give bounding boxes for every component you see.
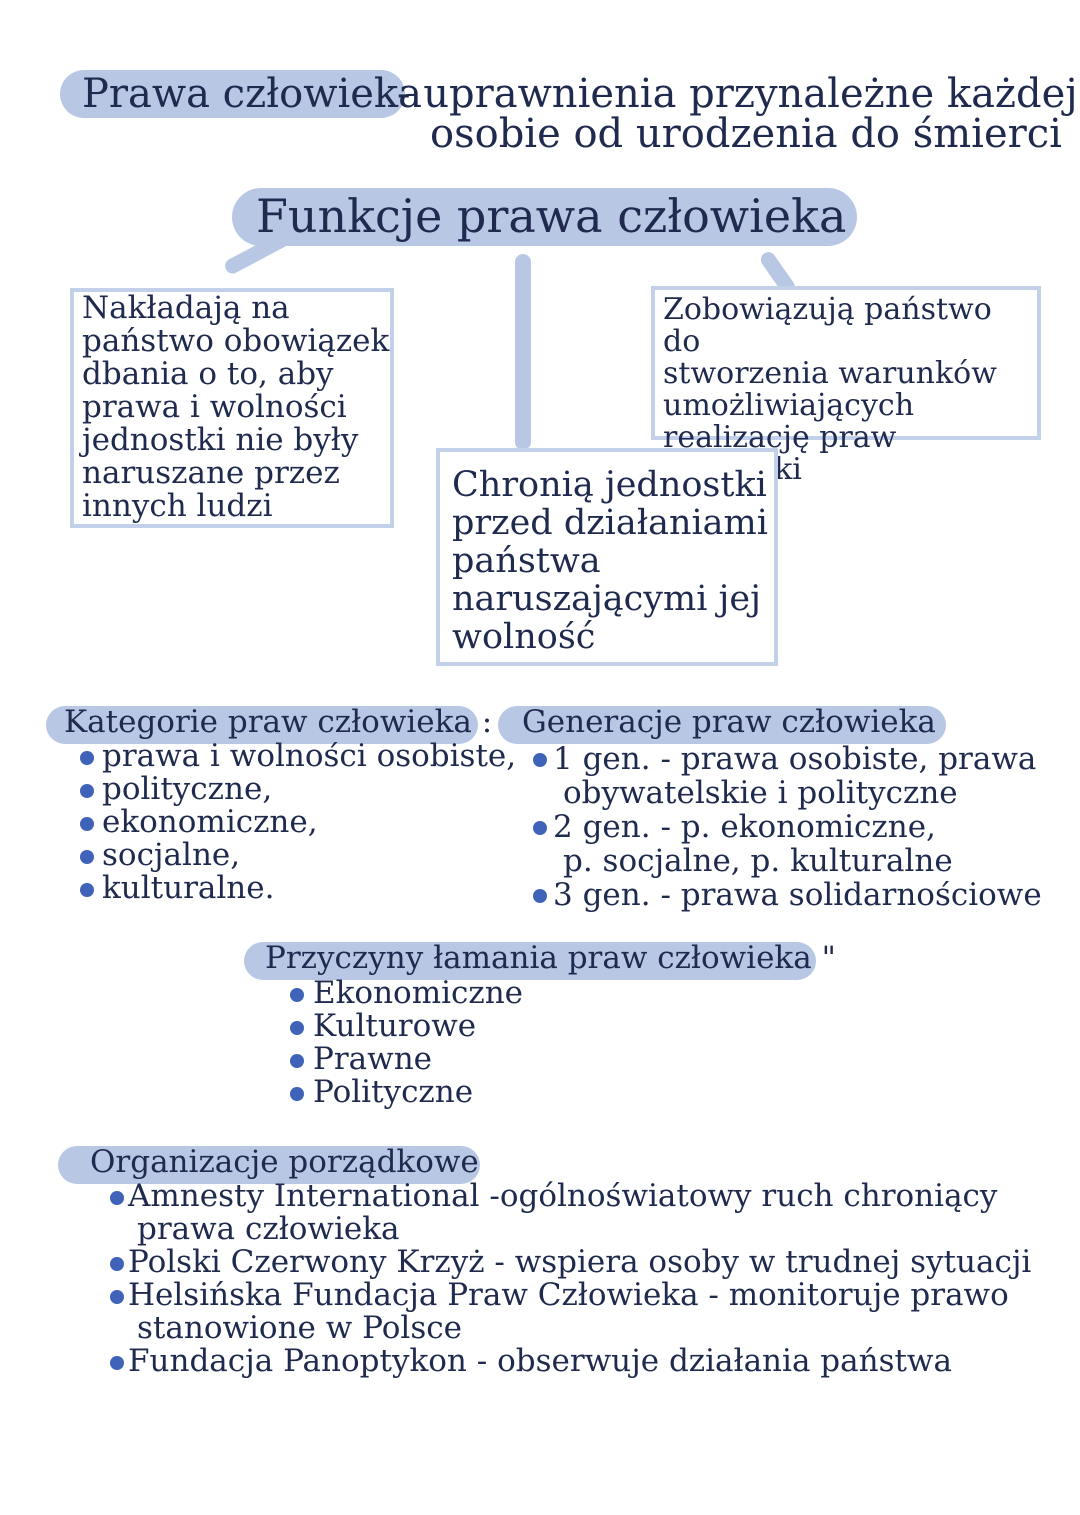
- functions-title-highlight: [232, 188, 857, 246]
- causes-title: Przyczyny łamania praw człowieka ": [265, 940, 836, 976]
- list-item: Polityczne: [290, 1076, 523, 1109]
- bullet-icon: [290, 1054, 304, 1068]
- function-box-middle: Chronią jednostki przed działaniami pańs…: [436, 448, 778, 666]
- bullet-icon: [110, 1191, 124, 1205]
- causes-title-quote: ": [821, 940, 836, 976]
- list-item: 1 gen. - prawa osobiste, prawa: [533, 742, 1042, 776]
- bullet-icon: [533, 821, 547, 835]
- function-middle-text: Chronią jednostki przed działaniami pańs…: [452, 465, 768, 657]
- list-item: p. socjalne, p. kulturalne: [563, 843, 953, 879]
- bullet-icon: [110, 1290, 124, 1304]
- list-item: stanowione w Polsce: [137, 1310, 462, 1346]
- list-item: Amnesty International -ogólnoświatowy ru…: [110, 1180, 1031, 1213]
- list-item: prawa człowieka: [137, 1211, 400, 1247]
- bullet-icon: [110, 1257, 124, 1271]
- functions-title: Funkcje prawa człowieka: [256, 189, 847, 243]
- bullet-icon: [290, 1087, 304, 1101]
- list-item: Polski Czerwony Krzyż - wspiera osoby w …: [110, 1246, 1031, 1279]
- generations-list: 1 gen. - prawa osobiste, prawa obywatels…: [533, 742, 1042, 912]
- definition-text-line1: - uprawnienia przynależne każdej: [397, 71, 1078, 117]
- list-item: kulturalne.: [80, 872, 516, 905]
- categories-title-highlight: [46, 706, 478, 744]
- list-item: Helsińska Fundacja Praw Człowieka - moni…: [110, 1279, 1031, 1312]
- causes-title-highlight: [244, 942, 816, 980]
- organizations-title: Organizacje porządkowe: [90, 1144, 479, 1180]
- definition-term: Prawa człowieka: [82, 71, 422, 117]
- bullet-icon: [80, 850, 94, 864]
- list-item: Fundacja Panoptykon - obserwuje działani…: [110, 1345, 1031, 1378]
- list-item: prawa i wolności osobiste,: [80, 740, 516, 773]
- connector-middle: [515, 254, 531, 450]
- list-item: 2 gen. - p. ekonomiczne,: [533, 810, 1042, 844]
- definition-highlight: [60, 70, 405, 118]
- causes-list: Ekonomiczne Kulturowe Prawne Polityczne: [290, 977, 523, 1109]
- list-item: Kulturowe: [290, 1010, 523, 1043]
- categories-title: Kategorie praw człowieka :: [64, 704, 493, 740]
- list-item: obywatelskie i polityczne: [563, 775, 958, 811]
- function-box-left: Nakładają na państwo obowiązek dbania o …: [70, 288, 394, 528]
- list-item: 3 gen. - prawa solidarnościowe: [533, 878, 1042, 912]
- bullet-icon: [110, 1356, 124, 1370]
- bullet-icon: [80, 751, 94, 765]
- bullet-icon: [290, 988, 304, 1002]
- bullet-icon: [533, 753, 547, 767]
- list-item: polityczne,: [80, 773, 516, 806]
- generations-title-highlight: [498, 706, 946, 744]
- list-item: Prawne: [290, 1043, 523, 1076]
- bullet-icon: [80, 883, 94, 897]
- list-item: Ekonomiczne: [290, 977, 523, 1010]
- organizations-title-highlight: [58, 1146, 480, 1184]
- organizations-list: Amnesty International -ogólnoświatowy ru…: [110, 1180, 1031, 1378]
- definition-text-line2: osobie od urodzenia do śmierci: [430, 111, 1062, 157]
- bullet-icon: [80, 784, 94, 798]
- bullet-icon: [80, 817, 94, 831]
- bullet-icon: [290, 1021, 304, 1035]
- categories-list: prawa i wolności osobiste, polityczne, e…: [80, 740, 516, 905]
- generations-title: Generacje praw człowieka: [522, 704, 936, 740]
- function-box-right: Zobowiązują państwo do stworzenia warunk…: [651, 286, 1041, 486]
- bullet-icon: [533, 889, 547, 903]
- list-item: ekonomiczne,: [80, 806, 516, 839]
- list-item: socjalne,: [80, 839, 516, 872]
- function-left-text: Nakładają na państwo obowiązek dbania o …: [82, 290, 390, 524]
